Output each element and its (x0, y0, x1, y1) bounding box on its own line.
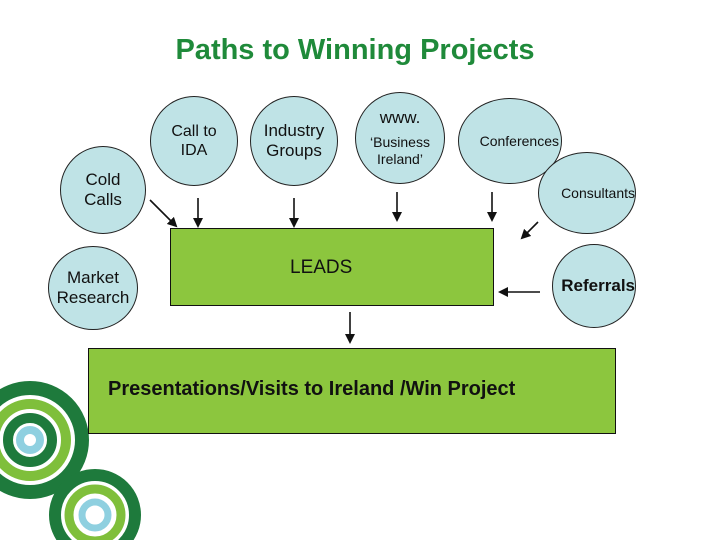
arrow-consultants-to-leads (520, 221, 539, 240)
outcome-label: Presentations/Visits to Ireland /Win Pro… (108, 378, 516, 400)
celtic-swirl-graphic (0, 381, 141, 540)
source-cold-calls: Cold Calls (60, 146, 146, 234)
source-call-to-ida: Call to IDA (150, 96, 238, 186)
source-business-ireland-label: ‘Business Ireland’ (370, 134, 430, 168)
source-industry-groups-label: Industry Groups (263, 120, 325, 160)
source-www-business-ireland: www. ‘Business Ireland’ (355, 92, 445, 184)
source-market-research-label: Market Research (56, 267, 130, 307)
source-conferences-label: Conferences (479, 132, 559, 149)
leads-box (170, 228, 494, 306)
arrow-cold-calls-to-leads (149, 199, 178, 228)
source-consultants: Consultants (538, 152, 636, 234)
source-market-research: Market Research (48, 246, 138, 330)
source-www-label: www. (379, 108, 421, 127)
outcome-box (88, 348, 616, 434)
source-referrals: Referrals (552, 244, 636, 328)
source-consultants-label: Consultants (561, 184, 635, 201)
source-conferences: Conferences (458, 98, 562, 184)
source-cold-calls-label: Cold Calls (84, 169, 122, 209)
source-referrals-label: Referrals (561, 275, 635, 295)
leads-label: LEADS (290, 257, 353, 278)
source-industry-groups: Industry Groups (250, 96, 338, 186)
source-call-to-ida-label: Call to IDA (171, 122, 217, 159)
diagram-title: Paths to Winning Projects (175, 34, 535, 66)
